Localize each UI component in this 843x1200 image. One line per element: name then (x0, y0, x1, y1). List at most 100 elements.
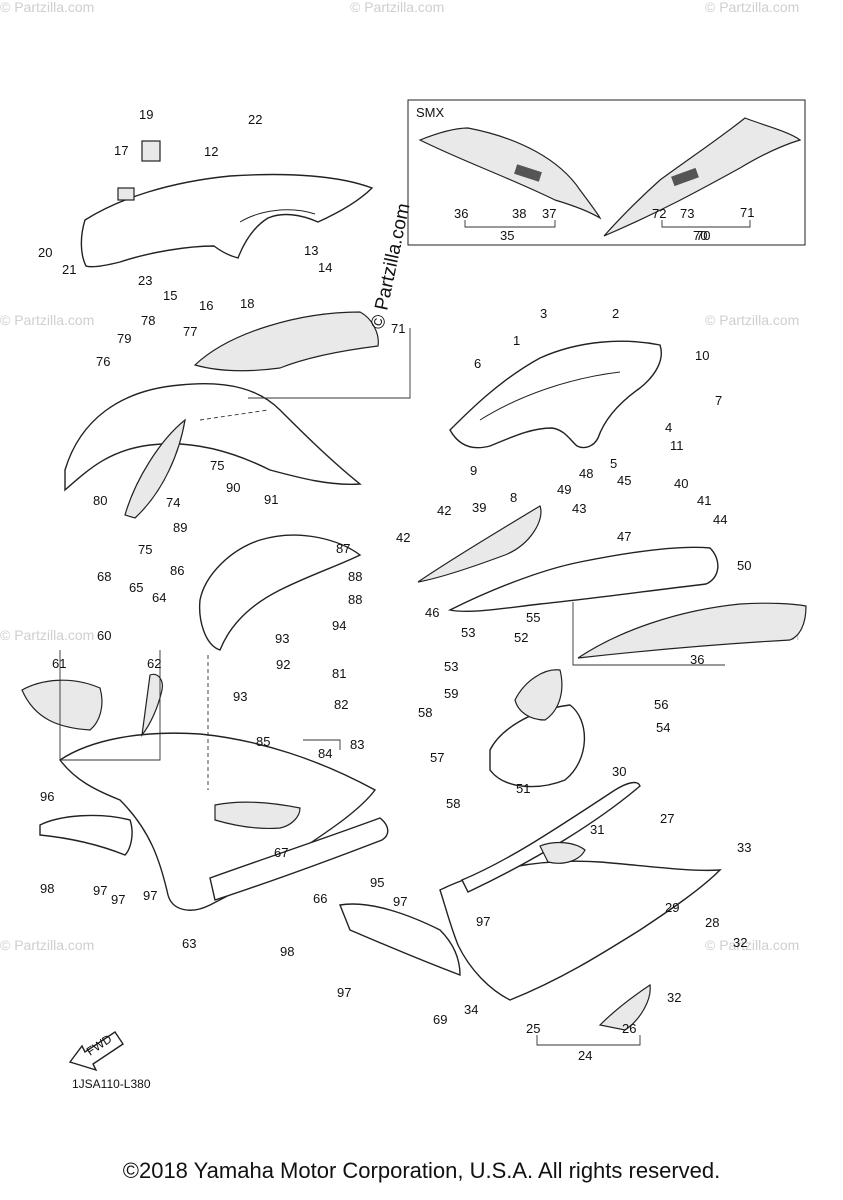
callout-15: 15 (163, 288, 177, 303)
callout-82: 82 (334, 697, 348, 712)
callout-70-17: 70 (696, 228, 710, 243)
smx-inset-box (407, 99, 806, 246)
part-74-inner-panel (124, 418, 186, 519)
callout-81: 81 (332, 666, 346, 681)
part-62-decal (141, 673, 163, 738)
callout-29: 29 (665, 900, 679, 915)
callout-45: 45 (617, 473, 631, 488)
callout-36: 36 (690, 652, 704, 667)
callout-14: 14 (318, 260, 332, 275)
decal-logo-left (514, 164, 542, 182)
callout-60: 60 (97, 628, 111, 643)
callout-97-11: 97 (337, 985, 351, 1000)
callout-72: 72 (652, 206, 666, 221)
callout-93-2: 93 (275, 631, 289, 646)
callout-32-13: 32 (667, 990, 681, 1005)
callout-39: 39 (472, 500, 486, 515)
callout-97-10: 97 (476, 914, 490, 929)
callout-77: 77 (183, 324, 197, 339)
callout-58-6: 58 (446, 796, 460, 811)
callout-11: 11 (670, 438, 684, 453)
callout-6: 6 (474, 356, 481, 371)
part-30-strip (461, 781, 641, 893)
callout-35: 35 (500, 228, 514, 243)
callout-40: 40 (674, 476, 688, 491)
callout-75: 75 (210, 458, 224, 473)
callout-68: 68 (97, 569, 111, 584)
callout-98: 98 (40, 881, 54, 896)
callout-36-16: 36 (454, 206, 468, 221)
callout-38: 38 (512, 206, 526, 221)
exploded-view-svg: © Partzilla.com © Partzilla.com © Partzill… (0, 0, 807, 1091)
callout-33: 33 (737, 840, 751, 855)
watermark-repeat-7: © Partzilla.com (0, 937, 94, 953)
callout-91: 91 (264, 492, 278, 507)
callout-23: 23 (138, 273, 152, 288)
callout-47: 47 (617, 529, 631, 544)
watermark-repeat-2: © Partzilla.com (705, 0, 799, 15)
part-96-inner-panel (39, 814, 133, 856)
callout-57: 57 (430, 750, 444, 765)
callout-93: 93 (233, 689, 247, 704)
callout-51: 51 (516, 781, 530, 796)
callout-62: 62 (147, 656, 161, 671)
callout-37: 37 (542, 206, 556, 221)
callout-97-9: 97 (393, 894, 407, 909)
callout-61: 61 (52, 656, 66, 671)
callout-94: 94 (332, 618, 346, 633)
callout-53-5: 53 (444, 659, 458, 674)
watermark-repeat-5: © Partzilla.com (0, 627, 94, 643)
callout-18: 18 (240, 296, 254, 311)
callout-25: 25 (526, 1021, 540, 1036)
callout-97-7: 97 (143, 888, 157, 903)
callout-9: 9 (470, 463, 477, 478)
callout-52: 52 (514, 630, 528, 645)
callout-59: 59 (444, 686, 458, 701)
callout-80: 80 (93, 493, 107, 508)
bracket-83 (303, 739, 341, 750)
bracket-70-smx (661, 220, 751, 228)
callout-41: 41 (697, 493, 711, 508)
callout-32: 32 (733, 935, 747, 950)
fwd-arrow-icon (68, 1031, 124, 1072)
callout-50: 50 (737, 558, 751, 573)
inset-label: SMX (416, 105, 445, 120)
bracket-35-smx (464, 220, 556, 228)
callout-24: 24 (578, 1048, 592, 1063)
callout-95: 95 (370, 875, 384, 890)
callout-44: 44 (713, 512, 727, 527)
callout-56: 56 (654, 697, 668, 712)
part-24-lower-cowl-right (439, 860, 722, 1001)
callout-70: 70 (693, 228, 707, 243)
callout-71-15: 71 (740, 205, 754, 220)
callout-71: 71 (391, 321, 405, 336)
callout-98-12: 98 (280, 944, 294, 959)
callout-43: 43 (572, 501, 586, 516)
callout-65: 65 (129, 580, 143, 595)
decal-logo-right (671, 167, 699, 187)
callout-19: 19 (139, 107, 153, 122)
callout-97-8: 97 (111, 892, 125, 907)
callout-13: 13 (304, 243, 318, 258)
part-19-clip (141, 140, 161, 162)
callout-74: 74 (166, 495, 180, 510)
callout-58: 58 (418, 705, 432, 720)
callout-34: 34 (464, 1002, 478, 1017)
callout-2: 2 (612, 306, 619, 321)
callout-31: 31 (590, 822, 604, 837)
callout-1: 1 (513, 333, 520, 348)
part-36-decal (577, 602, 807, 659)
callout-83: 83 (350, 737, 364, 752)
callout-97: 97 (93, 883, 107, 898)
callout-73: 73 (680, 206, 694, 221)
watermark-repeat-1: © Partzilla.com (0, 0, 94, 15)
watermark-repeat-3: © Partzilla.com (0, 312, 94, 328)
part-71-decal (193, 311, 379, 372)
callout-96: 96 (40, 789, 54, 804)
callout-67: 67 (274, 845, 288, 860)
callout-16: 16 (199, 298, 213, 313)
part-35-side-panel (447, 546, 719, 612)
callout-26: 26 (622, 1021, 636, 1036)
drawing-code: 1JSA110-L380 (72, 1077, 151, 1091)
